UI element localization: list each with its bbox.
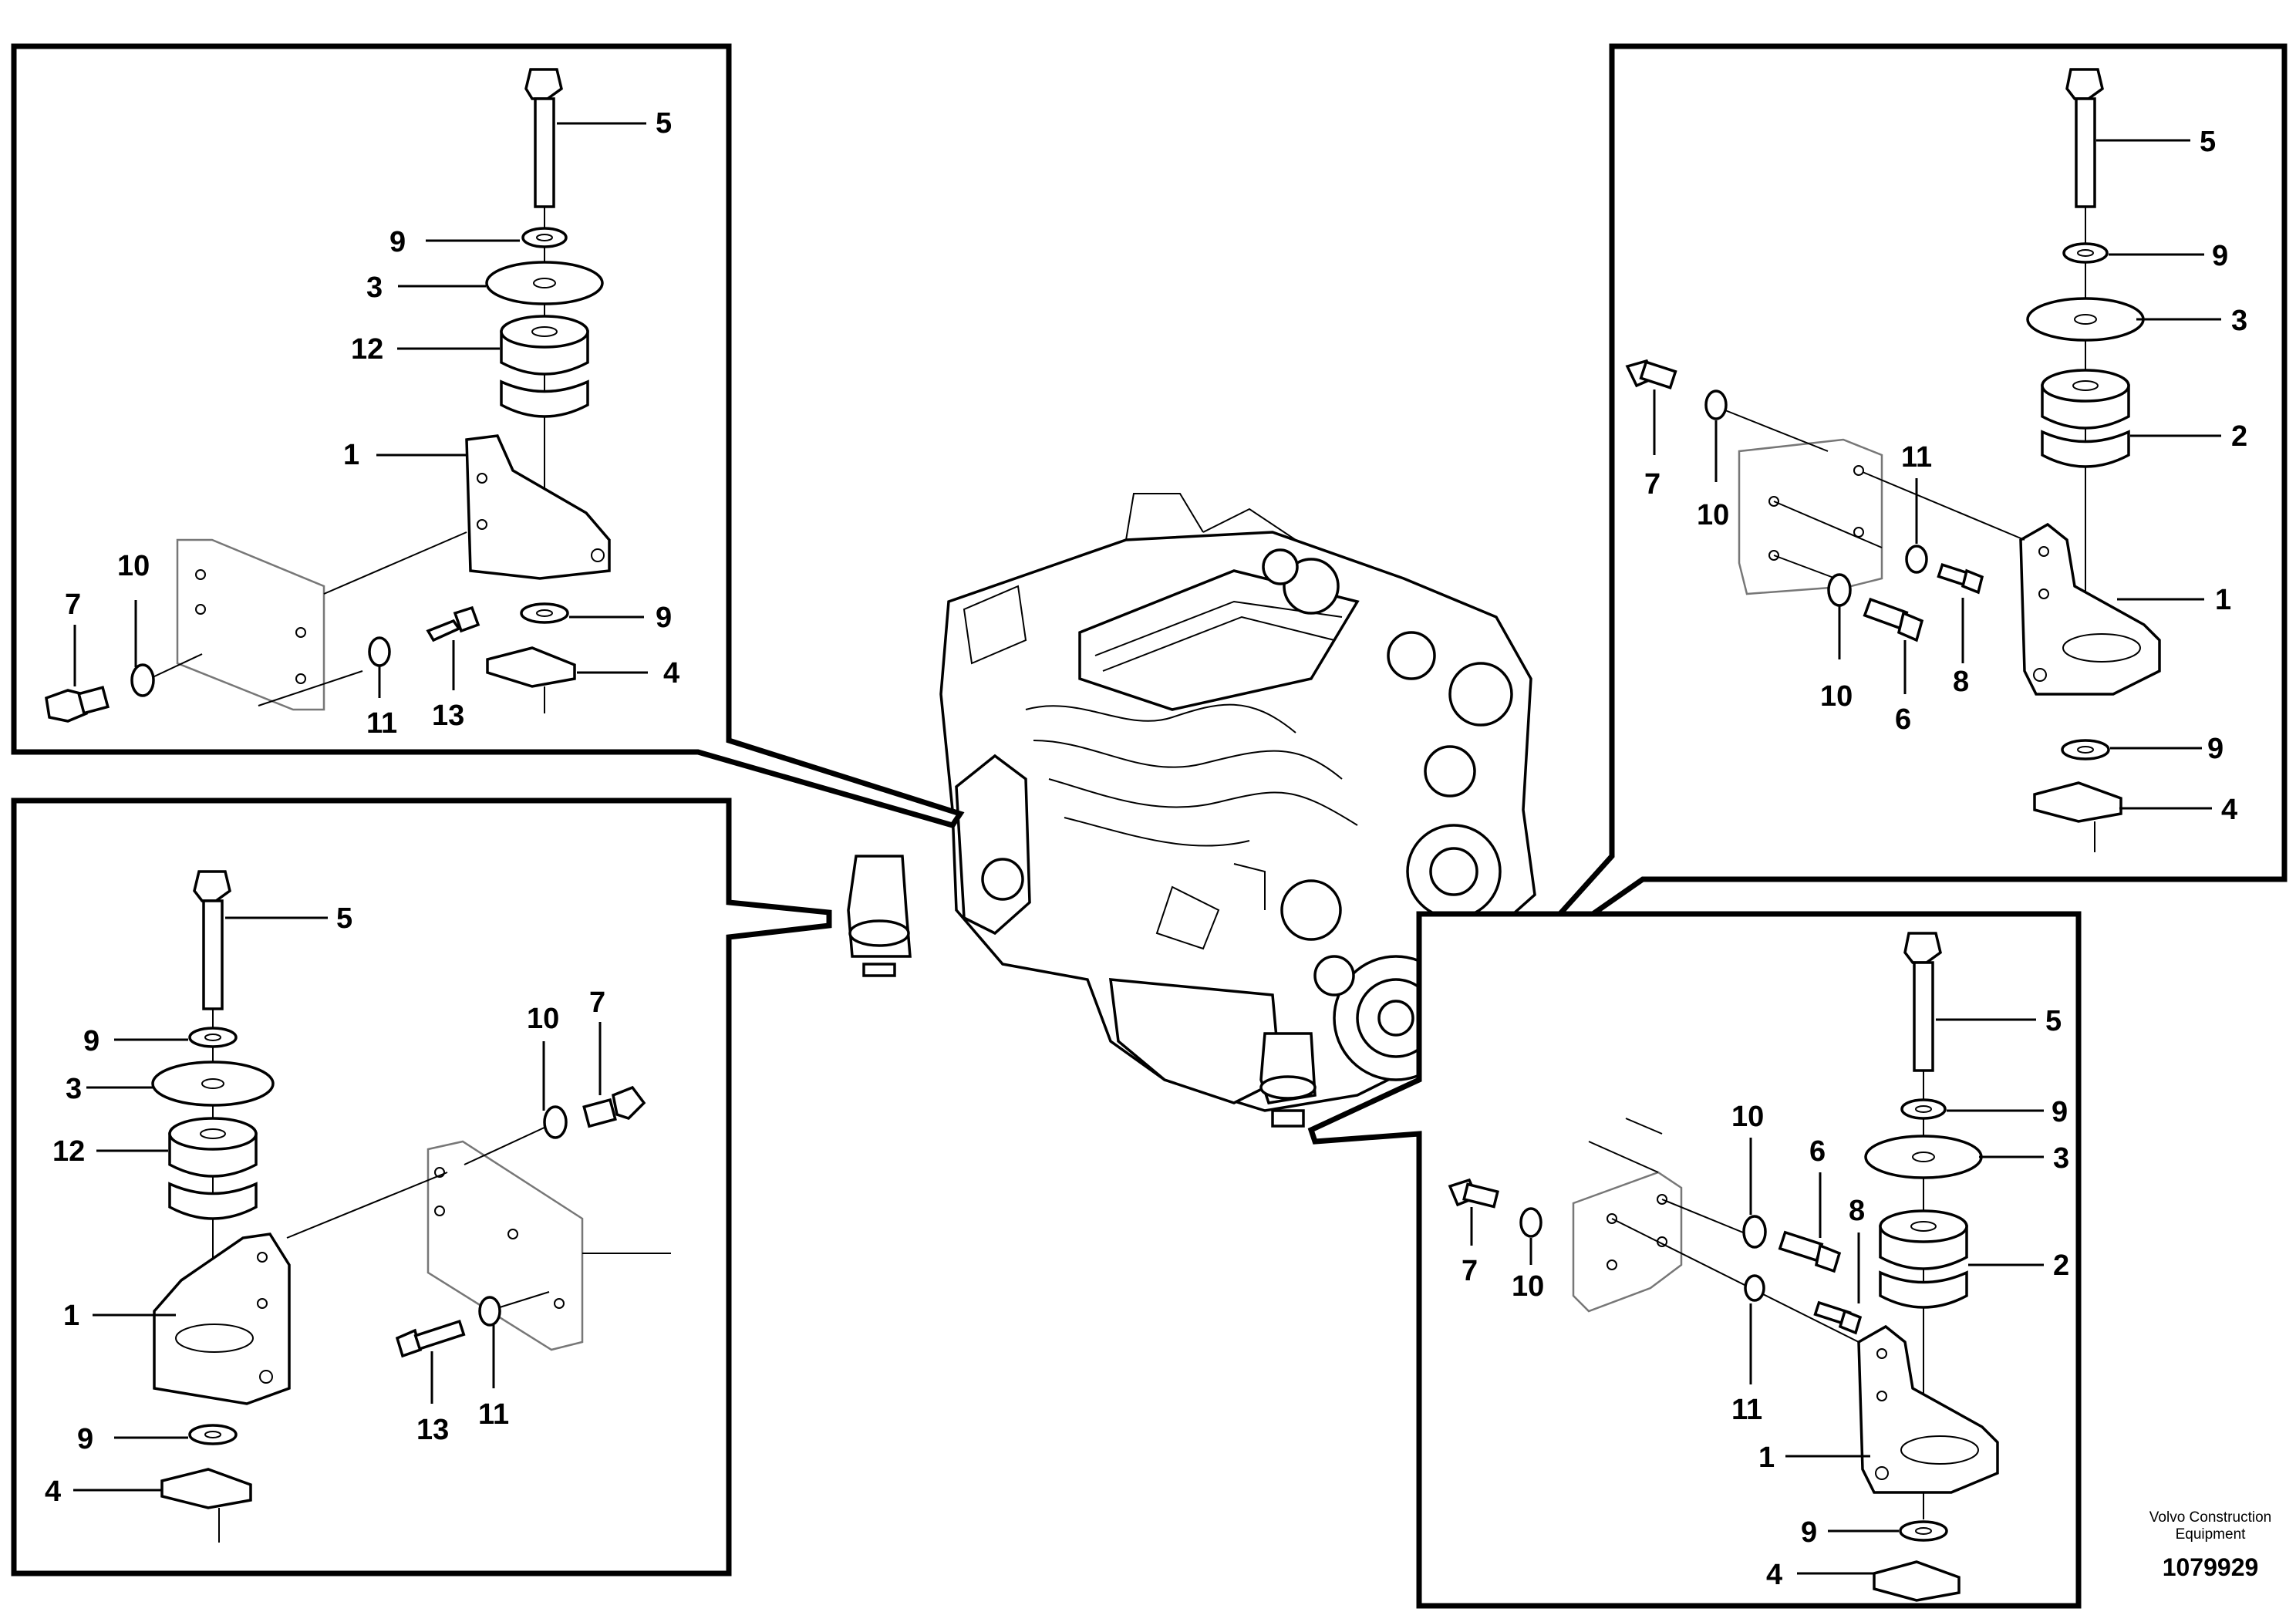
callout-tr-bolt: 5: [2200, 126, 2216, 158]
callout-br-rubber-mount: 2: [2053, 1249, 2069, 1282]
callout-tl-screw: 13: [432, 700, 464, 732]
callout-tr-washer-top: 9: [2212, 240, 2228, 272]
callout-bl-rubber-mount: 12: [52, 1135, 85, 1168]
callout-tr-washer-small: 11: [1901, 441, 1932, 474]
callout-tr-screw-a: 8: [1953, 666, 1969, 698]
callout-tr-nut: 4: [2221, 794, 2237, 826]
callout-tr-bracket: 1: [2215, 584, 2231, 616]
callout-tl-washer-bottom: 9: [656, 602, 672, 634]
brand-line-2: Equipment: [2176, 1526, 2247, 1543]
panel-top-left: 5 9 3 12 1 9 4: [11, 43, 965, 829]
callout-br-bolt-side: 7: [1462, 1255, 1478, 1287]
engine-illustration: [847, 493, 1544, 1128]
brand-block: Volvo Construction Equipment 1079929: [2149, 1509, 2271, 1581]
callout-bl-nut: 4: [45, 1475, 61, 1508]
callout-bl-plate-washer: 3: [66, 1073, 82, 1105]
callout-bl-washer-top: 9: [83, 1025, 99, 1057]
callout-tr-bolt-side: 7: [1644, 468, 1660, 501]
panel-bottom-left: 5 9 3 12 1 9 4: [11, 798, 832, 1576]
callout-br-screw-a: 8: [1849, 1195, 1865, 1227]
callout-br-bolt: 5: [2045, 1005, 2062, 1037]
document-number: 1079929: [2163, 1553, 2259, 1581]
callout-tr-plate-washer: 3: [2231, 305, 2247, 337]
panel-bottom-right: 5 9 3 2 1 9 4: [1307, 911, 2082, 1609]
callout-tr-washer-side: 10: [1697, 499, 1729, 531]
callout-br-washer-top: 9: [2052, 1096, 2068, 1128]
callout-bl-washer-side: 10: [527, 1003, 559, 1035]
callout-tr-washer-lower: 10: [1820, 680, 1853, 713]
callout-tl-washer-top: 9: [389, 226, 406, 258]
callout-bl-washer-bottom: 9: [77, 1423, 93, 1455]
callout-tr-washer-bottom: 9: [2207, 733, 2224, 765]
callout-tl-plate-washer: 3: [366, 271, 383, 304]
callout-br-washer-side: 10: [1731, 1101, 1764, 1133]
callout-tr-rubber-mount: 2: [2231, 420, 2247, 453]
brand-line-1: Volvo Construction: [2149, 1509, 2271, 1526]
callout-bl-bracket: 1: [63, 1300, 79, 1332]
callout-br-washer-small: 11: [1731, 1394, 1762, 1426]
callout-br-plate-washer: 3: [2053, 1142, 2069, 1175]
callout-tl-rubber-mount: 12: [351, 333, 383, 366]
callout-bl-bolt: 5: [336, 902, 352, 935]
callout-tl-bolt: 5: [656, 107, 672, 140]
callout-tl-bracket: 1: [343, 439, 359, 471]
callout-br-washer-bottom: 9: [1801, 1516, 1817, 1549]
callout-tl-washer-small: 11: [366, 707, 397, 740]
callout-tl-nut: 4: [663, 657, 679, 690]
callout-tl-washer-side: 10: [117, 550, 150, 582]
callout-bl-bolt-side: 7: [589, 986, 605, 1019]
callout-tl-bolt-side: 7: [65, 588, 81, 621]
callout-bl-washer-small: 11: [478, 1398, 509, 1431]
callout-bl-screw: 13: [416, 1414, 449, 1446]
callout-br-washer-lower: 10: [1512, 1270, 1544, 1303]
callout-tr-screw-b: 6: [1895, 703, 1911, 736]
callout-br-nut: 4: [1766, 1559, 1782, 1591]
callout-br-bracket: 1: [1758, 1442, 1775, 1474]
callout-br-screw-b: 6: [1809, 1135, 1826, 1168]
panel-top-right: 5 9 3 2 1 9 4: [1539, 43, 2288, 946]
